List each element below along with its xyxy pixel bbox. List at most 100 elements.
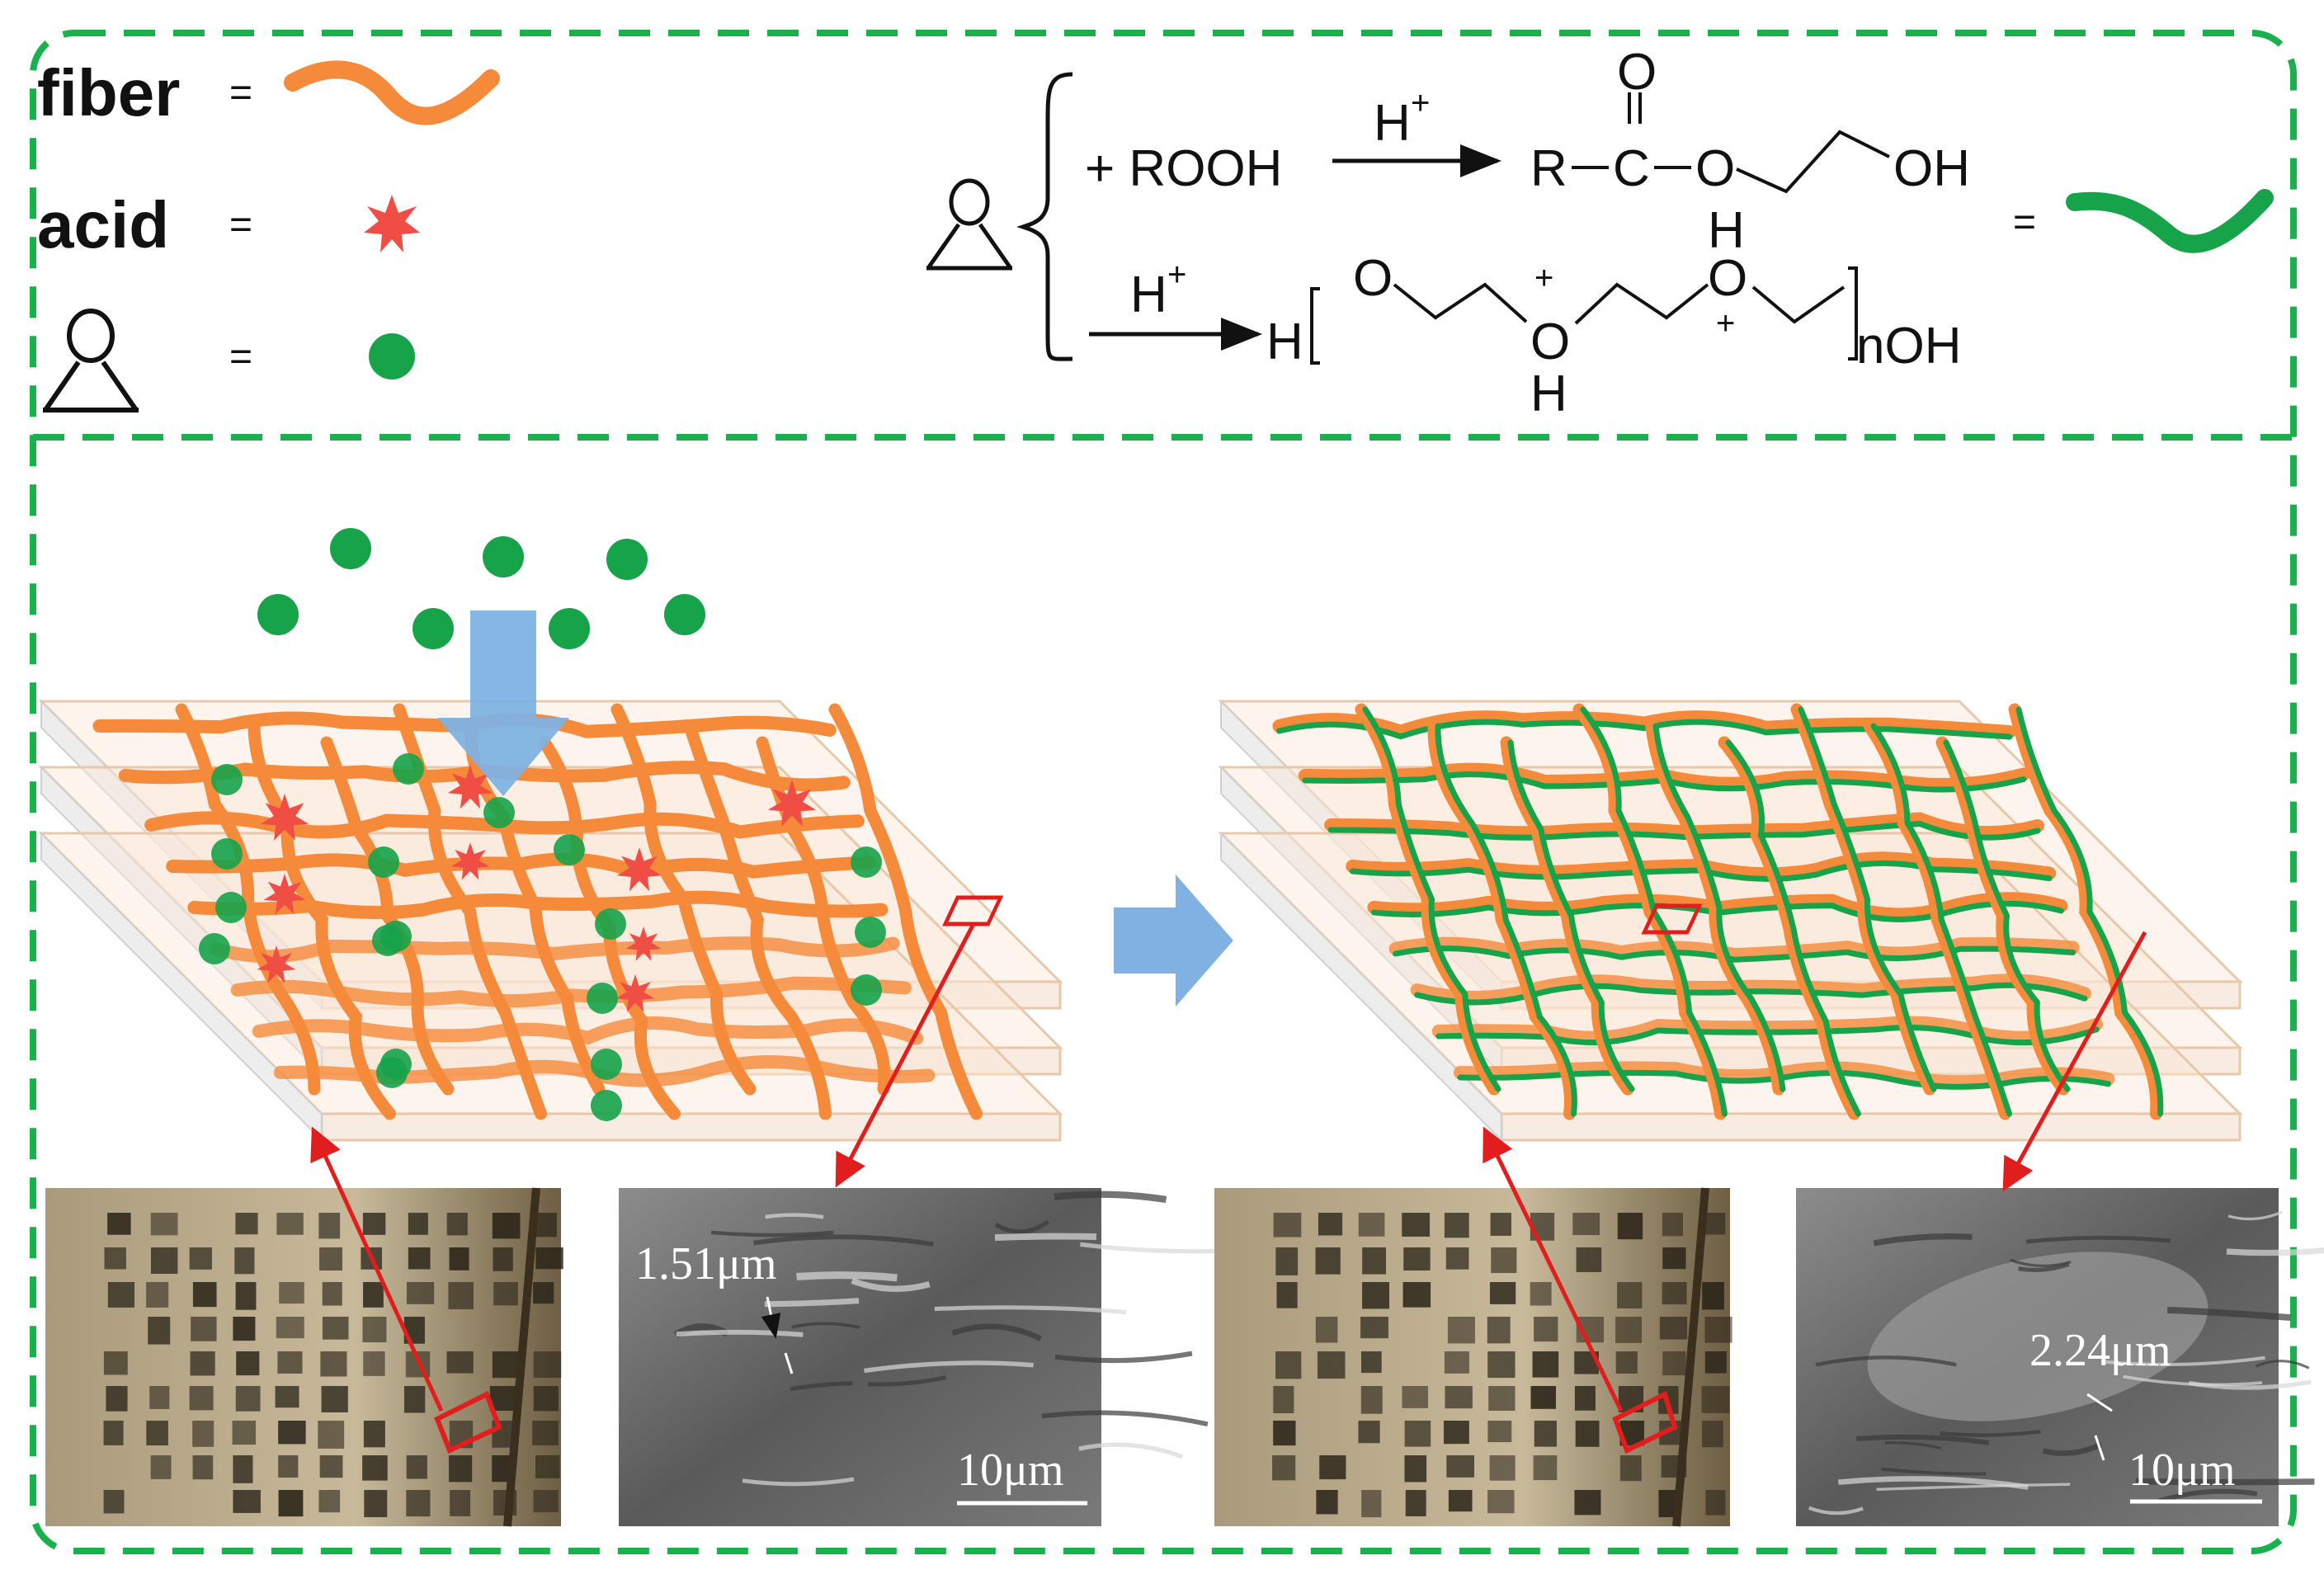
pointer-left-book	[310, 1126, 444, 1412]
product1-oh: OH	[1893, 140, 1970, 197]
fiber-strand	[1935, 736, 2070, 1096]
pointer-right-book	[1483, 1126, 1624, 1412]
book-photo-left	[45, 1187, 563, 1527]
reaction-equals: =	[2013, 200, 2036, 244]
epoxide-dot	[199, 933, 230, 964]
fiber-strand	[1718, 736, 1860, 1120]
fiber-strand	[610, 703, 757, 1096]
legend-acid-label: acid	[37, 188, 169, 262]
fiber-strand	[1355, 703, 1501, 1096]
grafted-strand	[1275, 719, 2013, 740]
epoxide-dot	[368, 846, 399, 878]
product2-plus1: +	[1534, 260, 1553, 296]
outer-frame	[30, 30, 2297, 1554]
grafted-strand	[1393, 945, 2077, 963]
sem-left-scale: 10μm	[957, 1445, 1064, 1496]
sem-image-left: 1.51μm 10μm	[619, 1188, 1233, 1526]
acid-star-icon	[625, 926, 662, 961]
grafted-strand	[1327, 820, 2041, 841]
fiber-symbol-icon	[284, 60, 500, 125]
catalyst-charge2: +	[1167, 257, 1186, 293]
epoxide-dot	[855, 917, 886, 948]
fiber-strand	[1645, 719, 1785, 1096]
epoxide-drop	[483, 536, 524, 578]
grafted-strand	[1725, 739, 1861, 1117]
acid-star-icon	[450, 842, 490, 880]
acid-star-icon	[767, 780, 817, 827]
epoxide-dot	[851, 846, 882, 878]
epoxide-dot	[587, 983, 618, 1014]
epoxide-ring-icon	[43, 309, 139, 412]
acid-star-icon	[260, 794, 309, 841]
grafted-strand	[1798, 706, 1937, 1092]
epoxide-dot	[483, 797, 515, 828]
epoxide-dot	[211, 838, 243, 870]
pointer-right-sem	[2002, 931, 2147, 1192]
grafted-strand	[1870, 723, 2012, 1117]
fiber-strand	[464, 719, 606, 1096]
product2-o3: O	[1708, 250, 1747, 307]
fiber-strand	[252, 1016, 924, 1045]
fiber-strand	[1272, 710, 2016, 739]
epoxide-dot	[595, 908, 626, 940]
product2-noh: nOH	[1856, 318, 1961, 375]
catalyst-charge1: +	[1411, 85, 1430, 121]
epoxide-drop	[606, 539, 648, 580]
grafted-strand	[1362, 706, 1501, 1092]
epoxide-dot	[380, 1049, 412, 1080]
catalyst-h1: H	[1374, 95, 1411, 152]
product2-h-top: H	[1708, 202, 1745, 259]
product1-carbonyl-o: O	[1617, 44, 1657, 101]
down-arrow-icon	[437, 610, 569, 796]
epoxide-reactant-icon	[926, 178, 1013, 271]
legend: fiber = acid = =	[37, 56, 500, 412]
grafted-strand	[1943, 739, 2071, 1092]
acid-star-icon	[615, 974, 655, 1012]
legend-fiber-equals: =	[229, 71, 252, 115]
right-arrow-icon	[1114, 874, 1233, 1006]
fiber-strand	[247, 719, 396, 1120]
acid-star-icon	[263, 874, 306, 915]
grafted-strand	[1507, 739, 1635, 1092]
epoxide-drop	[412, 608, 454, 649]
epoxide-dot	[211, 764, 243, 795]
fiber-strand	[175, 703, 321, 1096]
legend-epoxide-equals: =	[229, 335, 252, 379]
epoxide-drops	[257, 528, 705, 649]
book-photo-right	[1214, 1187, 1732, 1527]
fiber-strand	[320, 736, 455, 1096]
epoxide-dot	[393, 753, 424, 785]
epoxide-dot	[372, 925, 403, 956]
product2-o2: O	[1530, 314, 1570, 370]
sem-left-measure: 1.51μm	[635, 1238, 777, 1289]
fiber-strand	[1863, 719, 2011, 1120]
epoxide-drop	[664, 594, 705, 635]
reaction-scheme: + ROOH H + R C O O OH H + H O O + H O + …	[926, 44, 2274, 422]
grafted-chain-icon	[2066, 189, 2274, 253]
fiber-strand	[1427, 719, 1577, 1120]
product1-c: C	[1613, 140, 1650, 197]
grafted-strand	[1652, 723, 1786, 1092]
untreated-paper-schematic	[38, 699, 1063, 1143]
zoom-box-left	[942, 895, 1004, 926]
fiber-strand	[1790, 703, 1936, 1096]
fiber-strand	[683, 719, 832, 1120]
epoxide-dot	[554, 834, 585, 865]
fiber-strand	[828, 703, 983, 1120]
fiber-strand	[393, 703, 547, 1120]
epoxide-drop	[549, 608, 590, 649]
product2-h-bottom: H	[1530, 365, 1567, 422]
acid-star-icon	[257, 945, 296, 983]
product2-o1: O	[1353, 250, 1393, 307]
product1-ester-o: O	[1695, 140, 1735, 197]
epoxide-drop	[257, 594, 299, 635]
product2-h: H	[1266, 314, 1303, 370]
epoxide-dot-icon	[369, 333, 415, 380]
epoxide-dot	[215, 892, 247, 923]
epoxide-dot	[591, 1049, 622, 1080]
grafted-strand	[1435, 723, 1577, 1117]
acid-star-icon	[616, 847, 662, 892]
pointer-left-sem	[835, 922, 976, 1188]
acid-star-icon	[447, 765, 493, 809]
legend-acid-equals: =	[229, 203, 252, 247]
